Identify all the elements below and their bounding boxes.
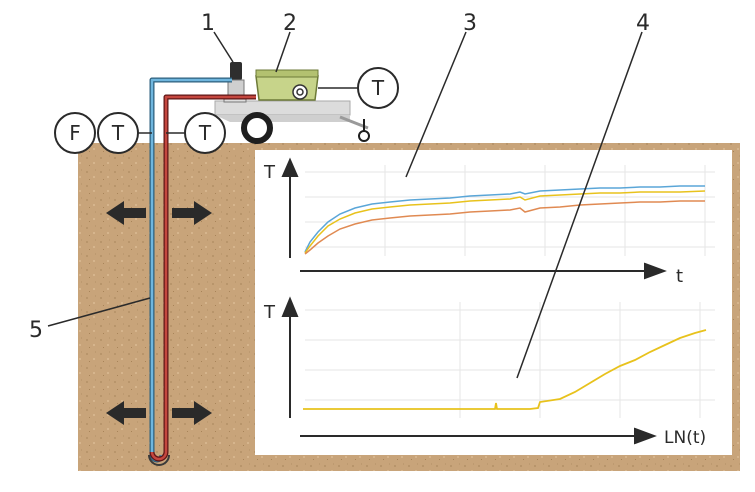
return-pipe <box>149 94 256 462</box>
flow-sensor-label: F <box>69 121 81 145</box>
ambient-temperature-label: T <box>371 76 385 100</box>
outlet-temperature-sensor: T <box>184 112 226 154</box>
heat-flow-icon <box>106 401 212 425</box>
heat-flow-icon <box>106 201 212 225</box>
bottom-chart-y-label: T <box>263 302 276 323</box>
callout-leaders <box>47 31 643 379</box>
callout-3: 3 <box>463 11 477 36</box>
top-chart-axes <box>281 157 667 280</box>
top-chart-y-label: T <box>263 162 276 183</box>
flow-sensor: F <box>54 112 96 154</box>
chart-panel <box>255 150 732 455</box>
sensor-leads <box>138 87 358 134</box>
callout-2: 2 <box>283 11 297 36</box>
inlet-temperature-sensor: T <box>97 112 139 154</box>
series-line-ln-time <box>303 329 707 410</box>
top-chart-grid <box>305 165 715 256</box>
heating-unit <box>255 69 319 101</box>
borehole-u-bend <box>148 454 170 466</box>
series-line-orange <box>304 200 705 255</box>
series-line-blue <box>304 185 705 253</box>
callout-4: 4 <box>636 11 650 36</box>
series-line-yellow <box>304 190 706 254</box>
callout-1: 1 <box>201 11 215 36</box>
pump-icon <box>223 62 247 103</box>
bottom-chart-grid <box>305 302 715 418</box>
bottom-chart-axes <box>281 296 657 445</box>
trailer <box>214 100 370 144</box>
top-chart-x-label: t <box>676 266 683 287</box>
outlet-temperature-label: T <box>198 121 212 145</box>
ambient-temperature-sensor: T <box>357 67 399 109</box>
callout-5: 5 <box>29 318 43 343</box>
bottom-chart-x-label: LN(t) <box>664 428 706 448</box>
inlet-temperature-label: T <box>111 121 125 145</box>
